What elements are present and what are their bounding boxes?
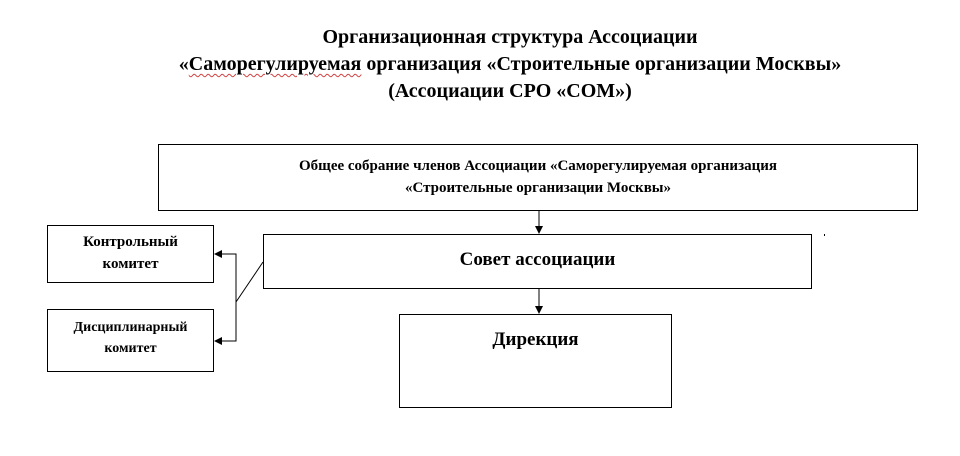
council-box: Совет ассоциации bbox=[263, 234, 812, 289]
directorate-label: Дирекция bbox=[492, 329, 579, 350]
general-meeting-line-2: «Строительные организации Москвы» bbox=[404, 180, 672, 196]
disciplinary-committee-box: Дисциплинарный комитет bbox=[47, 309, 214, 372]
general-meeting-line-1: Общее собрание членов Ассоциации «Саморе… bbox=[298, 158, 777, 174]
council-label: Совет ассоциации bbox=[459, 249, 616, 270]
title-line-2-prefix: « bbox=[178, 53, 189, 75]
connector-council-diagonal bbox=[235, 261, 264, 303]
disciplinary-committee-line-1: Дисциплинарный bbox=[73, 320, 188, 335]
arrow-to-control-committee bbox=[214, 250, 237, 302]
diagram-title: Организационная структура Ассоциации «Са… bbox=[0, 24, 960, 105]
title-line-2-rest: организация «Строительные организации Мо… bbox=[361, 53, 842, 75]
control-committee-box: Контрольный комитет bbox=[47, 225, 214, 283]
control-committee-line-1: Контрольный bbox=[83, 234, 178, 250]
title-line-2: «Саморегулируемая организация «Строитель… bbox=[0, 51, 960, 78]
title-line-2-misspelled-word: Саморегулируемая bbox=[188, 53, 362, 75]
stray-mark bbox=[824, 234, 825, 236]
arrow-to-disciplinary-committee bbox=[214, 302, 237, 345]
directorate-box: Дирекция bbox=[399, 314, 672, 408]
disciplinary-committee-line-2: комитет bbox=[104, 341, 157, 356]
title-line-3: (Ассоциации СРО «СОМ») bbox=[388, 80, 632, 102]
general-meeting-box: Общее собрание членов Ассоциации «Саморе… bbox=[158, 144, 918, 211]
control-committee-line-2: комитет bbox=[102, 256, 159, 272]
title-line-1: Организационная структура Ассоциации bbox=[322, 26, 698, 48]
